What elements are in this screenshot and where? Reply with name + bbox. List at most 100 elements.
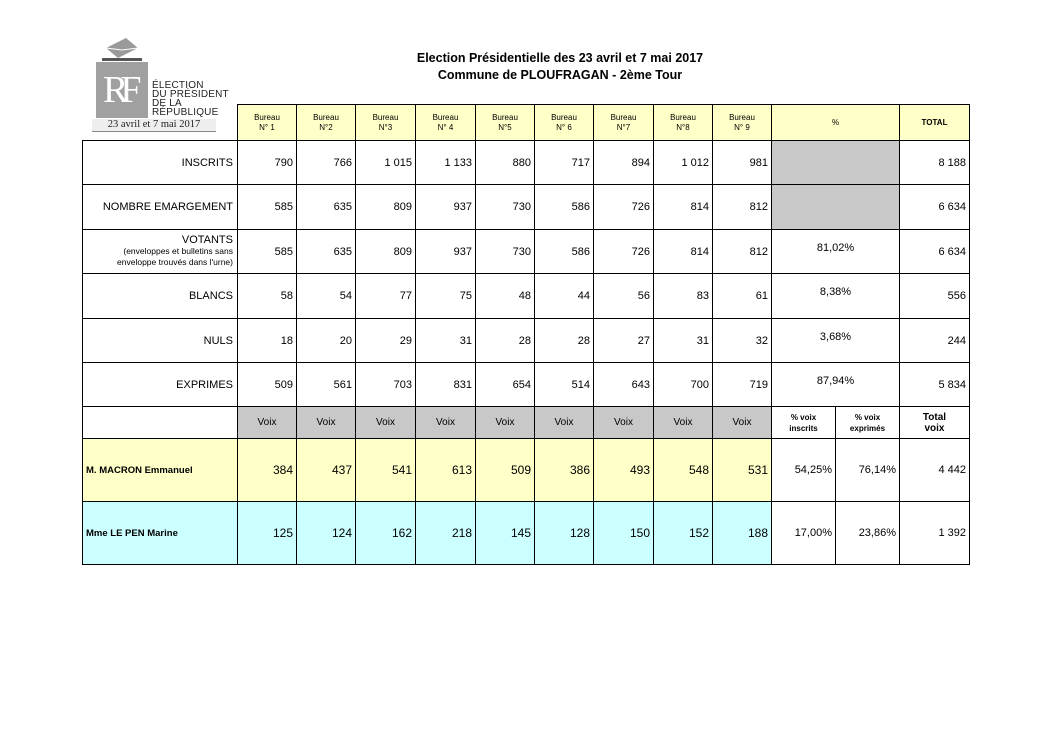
row-value: 831: [415, 362, 476, 407]
candidate-pct-inscrits: 17,00%: [771, 501, 836, 565]
candidate-votes: 150: [593, 501, 654, 565]
row-value: 586: [534, 184, 594, 230]
row-value: 654: [475, 362, 535, 407]
document-title: Election Présidentielle des 23 avril et …: [416, 51, 704, 65]
subheader-voix: Voix: [415, 406, 476, 439]
row-value: 61: [712, 273, 772, 319]
row-value: 31: [415, 318, 476, 363]
row-value: 18: [237, 318, 297, 363]
row-value: 937: [415, 184, 476, 230]
candidate-votes: 384: [237, 438, 297, 502]
row-value: 28: [534, 318, 594, 363]
republique-logo: [96, 38, 148, 118]
subheader-voix: Voix: [593, 406, 654, 439]
candidate-votes: 145: [475, 501, 535, 565]
candidate-votes: 548: [653, 438, 713, 502]
row-value: 809: [355, 229, 416, 274]
row-value: 585: [237, 184, 297, 230]
row-value: 766: [296, 140, 356, 185]
candidate-votes: 162: [355, 501, 416, 565]
candidate-pct-inscrits: 54,25%: [771, 438, 836, 502]
row-percent: 8,38%: [771, 273, 900, 319]
candidate-total: 1 392: [899, 501, 970, 565]
row-value: 814: [653, 229, 713, 274]
row-value: 1 015: [355, 140, 416, 185]
row-value: 643: [593, 362, 654, 407]
candidate-votes: 493: [593, 438, 654, 502]
row-value: 937: [415, 229, 476, 274]
subheader-voix: Voix: [712, 406, 772, 439]
row-value: 48: [475, 273, 535, 319]
row-value: 54: [296, 273, 356, 319]
candidate-votes: 152: [653, 501, 713, 565]
row-value: 880: [475, 140, 535, 185]
row-value: 514: [534, 362, 594, 407]
row-value: 20: [296, 318, 356, 363]
row-value: 28: [475, 318, 535, 363]
subheader-voix: Voix: [237, 406, 297, 439]
row-value: 809: [355, 184, 416, 230]
row-value: 726: [593, 229, 654, 274]
header-percent: %: [771, 104, 900, 141]
subheader-voix: Voix: [296, 406, 356, 439]
row-total: 556: [899, 273, 970, 319]
row-value: 814: [653, 184, 713, 230]
row-value: 719: [712, 362, 772, 407]
row-value: 1 133: [415, 140, 476, 185]
logo-monogram: RF: [103, 69, 142, 111]
candidate-votes: 386: [534, 438, 594, 502]
subheader-blank: [82, 406, 238, 439]
row-value: 730: [475, 229, 535, 274]
row-value: 726: [593, 184, 654, 230]
candidate-votes: 128: [534, 501, 594, 565]
subheader-voix: Voix: [653, 406, 713, 439]
row-value: 586: [534, 229, 594, 274]
row-label: BLANCS: [82, 273, 238, 319]
row-percent-empty: [771, 184, 900, 230]
logo-text: ÉLECTION DU PRÉSIDENT DE LA RÉPUBLIQUE: [152, 80, 229, 118]
row-percent: 3,68%: [771, 318, 900, 363]
document-subtitle: Commune de PLOUFRAGAN - 2ème Tour: [437, 68, 683, 82]
row-value: 75: [415, 273, 476, 319]
row-value: 730: [475, 184, 535, 230]
row-total: 5 834: [899, 362, 970, 407]
row-value: 58: [237, 273, 297, 319]
row-value: 981: [712, 140, 772, 185]
candidate-votes: 124: [296, 501, 356, 565]
row-total: 8 188: [899, 140, 970, 185]
row-value: 703: [355, 362, 416, 407]
candidate-votes: 541: [355, 438, 416, 502]
row-value: 77: [355, 273, 416, 319]
row-value: 561: [296, 362, 356, 407]
candidate-name: M. MACRON Emmanuel: [82, 438, 238, 502]
row-percent-empty: [771, 140, 900, 185]
row-percent: 81,02%: [771, 229, 900, 274]
candidate-pct-exprimes: 23,86%: [835, 501, 900, 565]
candidate-name: Mme LE PEN Marine: [82, 501, 238, 565]
row-label: INSCRITS: [82, 140, 238, 185]
candidate-votes: 125: [237, 501, 297, 565]
row-total: 244: [899, 318, 970, 363]
row-value: 717: [534, 140, 594, 185]
row-value: 29: [355, 318, 416, 363]
row-value: 635: [296, 229, 356, 274]
candidate-pct-exprimes: 76,14%: [835, 438, 900, 502]
row-total: 6 634: [899, 184, 970, 230]
row-percent: 87,94%: [771, 362, 900, 407]
subheader-voix: Voix: [475, 406, 535, 439]
row-value: 812: [712, 229, 772, 274]
row-label: EXPRIMES: [82, 362, 238, 407]
row-value: 700: [653, 362, 713, 407]
candidate-votes: 509: [475, 438, 535, 502]
row-value: 812: [712, 184, 772, 230]
